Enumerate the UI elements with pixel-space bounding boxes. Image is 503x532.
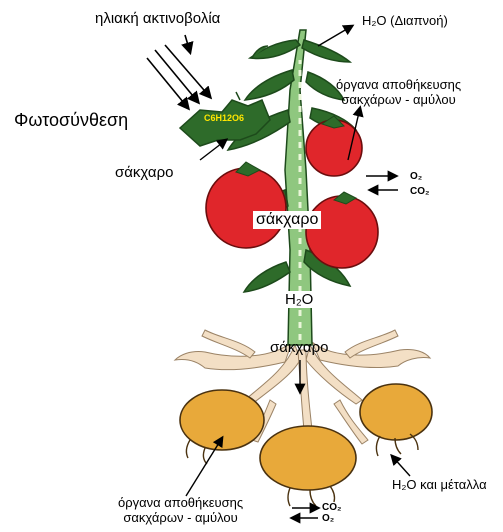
water-minerals-arrow (392, 456, 410, 476)
o2-label-top: O₂ (410, 171, 422, 183)
tomato-left (206, 168, 286, 248)
co2-label-top: CO₂ (410, 186, 429, 198)
photosynthesis-label: Φωτοσύνθεση (14, 110, 128, 131)
tomato-right (306, 196, 378, 268)
sunlight-arrows (147, 35, 210, 108)
water-stem-label: H₂O (282, 291, 316, 308)
co2-label-bottom: CO₂ (322, 502, 341, 514)
o2-label-bottom: O₂ (322, 513, 334, 525)
tuber-right (360, 384, 432, 440)
transpiration-label: H₂O (Διαπνοή) (362, 14, 448, 29)
sugar-label-middle: σάκχαρο (253, 211, 321, 229)
glucose-formula: C6H12O6 (204, 113, 244, 123)
sugar-label-root: σάκχαρο (270, 339, 328, 356)
solar-radiation-label: ηλιακή ακτινοβολία (95, 10, 220, 27)
storage-organs-label-bottom: όργανα αποθήκευσης σακχάρων - αμύλου (118, 496, 243, 526)
tuber-left (180, 390, 264, 450)
tuber-center (260, 426, 356, 490)
water-minerals-label: H₂O και μέταλλα (392, 478, 487, 493)
sugar-label-left: σάκχαρο (115, 164, 173, 181)
storage-organs-label-top: όργανα αποθήκευσης σακχάρων - αμύλου (336, 78, 461, 108)
transpiration-arrow (318, 26, 352, 46)
